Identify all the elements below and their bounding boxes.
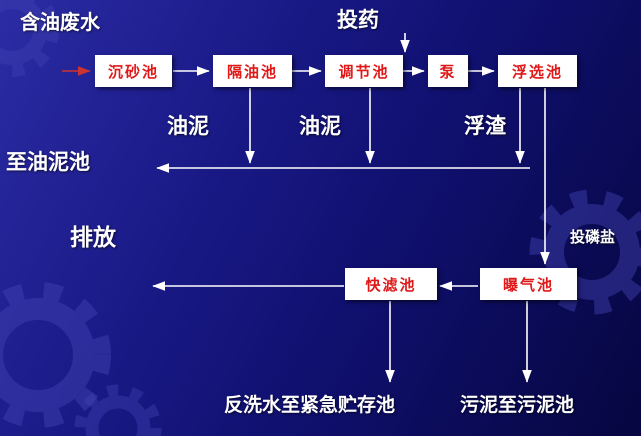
label-oil-sludge-1: 油泥: [167, 114, 209, 138]
label-backwash-out: 反洗水至紧急贮存池: [224, 395, 396, 416]
node-equalization-tank: 调节池: [325, 55, 403, 87]
label-sludge-out: 污泥至污泥池: [460, 395, 575, 416]
gear-icon: [0, 0, 59, 77]
node-pump: 泵: [428, 55, 468, 87]
node-oil-separator: 隔油池: [213, 55, 292, 87]
node-flotation-tank: 浮选池: [498, 55, 577, 87]
node-aeration-tank: 曝气池: [480, 268, 577, 300]
node-grit-chamber: 沉砂池: [95, 55, 172, 87]
label-to-oil-sludge-tank: 至油泥池: [6, 150, 90, 174]
gear-icon: [529, 189, 641, 315]
gear-icon: [74, 384, 162, 436]
label-influent: 含油废水: [20, 12, 100, 34]
label-dosing: 投药: [337, 8, 379, 32]
label-phosphate-dosing: 投磷盐: [570, 230, 616, 246]
label-scum: 浮渣: [464, 114, 506, 138]
label-oil-sludge-2: 油泥: [299, 114, 341, 138]
label-discharge: 排放: [70, 225, 116, 250]
gear-icon: [0, 282, 111, 428]
node-rapid-filter: 快滤池: [345, 268, 437, 300]
